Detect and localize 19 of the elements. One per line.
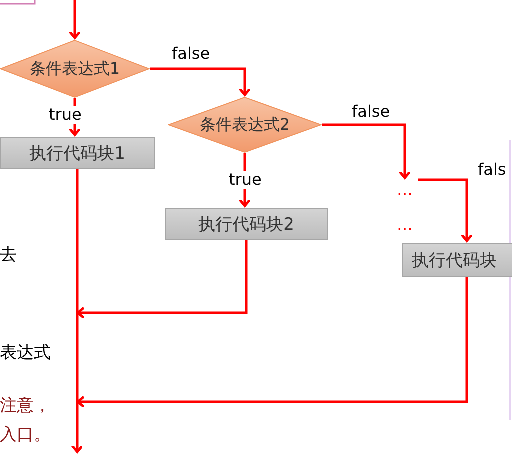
- edge-label: true: [228, 171, 263, 189]
- ellipsis: … …: [392, 180, 418, 234]
- note-text: 注意，: [0, 396, 51, 416]
- note-text: 入口。: [0, 425, 51, 445]
- arrow: [418, 178, 474, 242]
- process-box: 执行代码块: [402, 243, 512, 277]
- arrow: [71, 169, 84, 454]
- decision-diamond: 条件表达式1: [0, 40, 150, 98]
- process-box: 执行代码块1: [0, 137, 155, 169]
- edge-label: true: [48, 106, 83, 124]
- process-box: 执行代码块2: [165, 208, 328, 240]
- decision-diamond: 条件表达式2: [168, 97, 322, 153]
- arrow: [76, 277, 468, 408]
- note-text: 去: [0, 245, 17, 265]
- arrow: [322, 124, 412, 180]
- arrow: [150, 68, 252, 96]
- arrow: [76, 240, 248, 320]
- note-text: 表达式: [0, 343, 51, 363]
- arrow: [68, 0, 82, 40]
